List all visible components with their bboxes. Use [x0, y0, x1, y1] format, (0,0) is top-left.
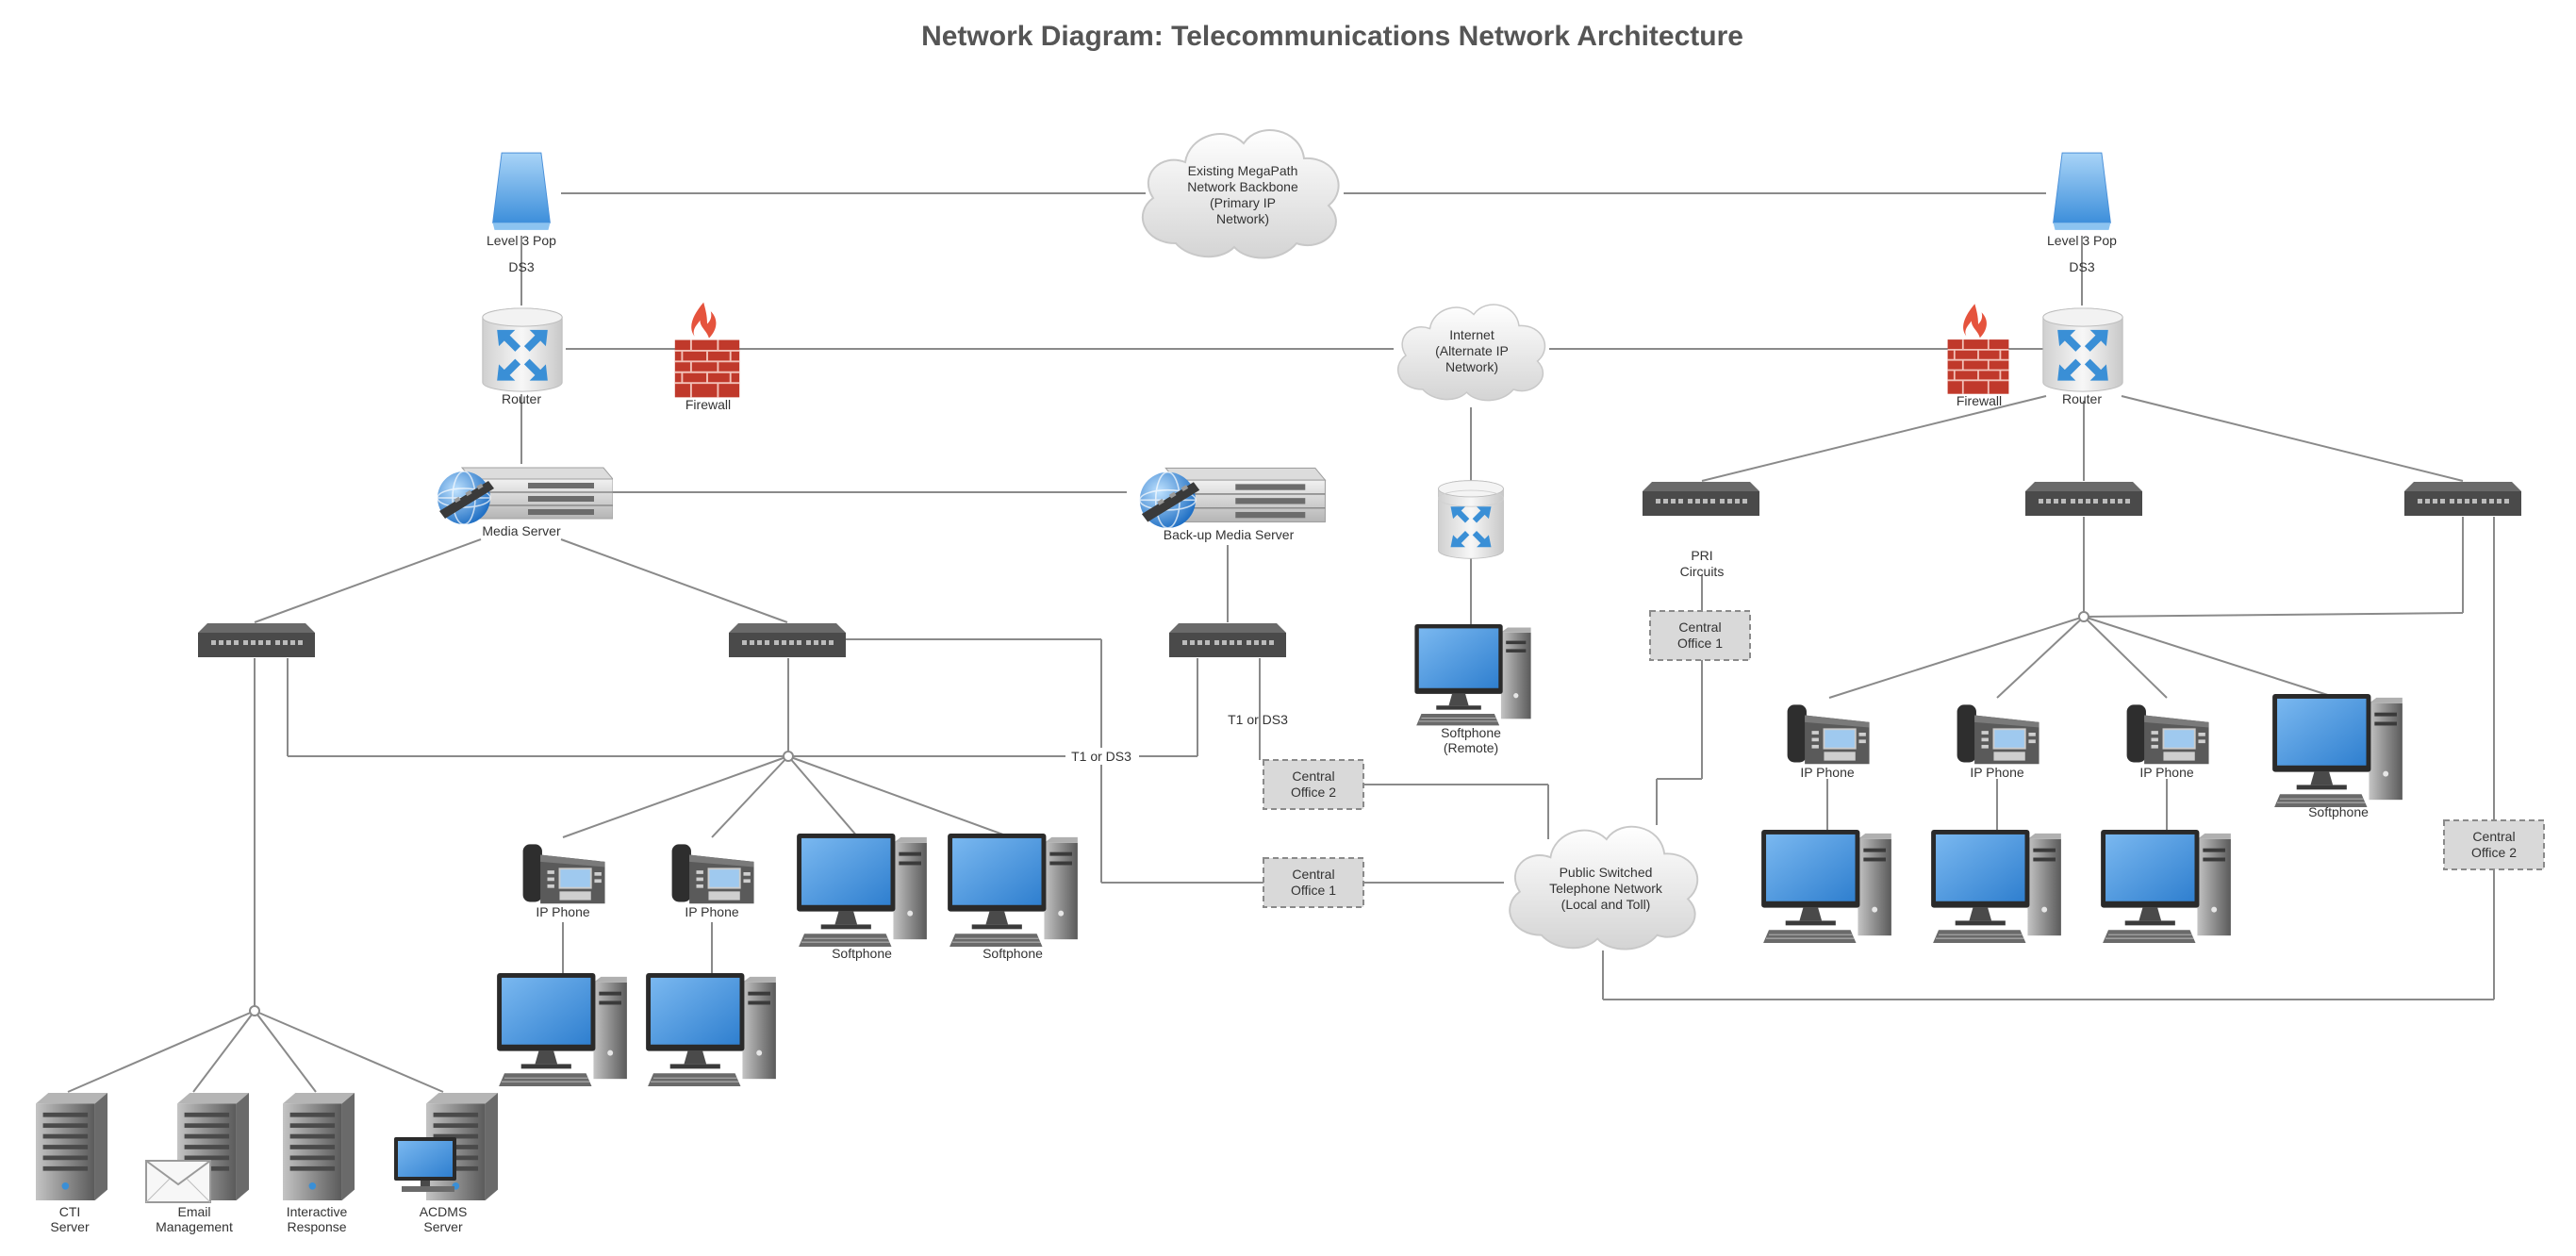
svg-text:Office 2: Office 2	[1291, 785, 1336, 800]
switch-left-1	[198, 623, 315, 657]
email-management-server: Email Management	[145, 1093, 249, 1234]
envelope-icon	[145, 1160, 211, 1203]
firewall-right: Firewall	[1946, 303, 2010, 408]
acdms-server: ACDMS Server	[394, 1093, 498, 1234]
softphone-right: Softphone	[2272, 694, 2403, 819]
svg-text:Level 3 Pop: Level 3 Pop	[2047, 233, 2117, 248]
switch-left-2	[729, 623, 846, 657]
svg-text:Firewall: Firewall	[685, 397, 731, 412]
svg-text:Back-up Media Server: Back-up Media Server	[1164, 527, 1295, 542]
svg-text:Public Switched: Public Switched	[1560, 865, 1653, 880]
svg-text:(Local and Toll): (Local and Toll)	[1561, 897, 1651, 912]
level3-pop-right: Level 3 Pop	[2047, 152, 2117, 248]
workstation-right-2	[1931, 830, 2061, 944]
pstn-cloud: Public Switched Telephone Network (Local…	[1509, 825, 1699, 950]
central-office-1-left: Central Office 1	[1263, 857, 1364, 908]
pri-circuits-label-1: PRI	[1691, 548, 1712, 563]
workstation-left-2	[646, 973, 776, 1087]
svg-text:Softphone: Softphone	[832, 946, 892, 961]
ip-phone-left-2: IP Phone	[670, 843, 755, 919]
svg-text:CTI: CTI	[59, 1204, 81, 1219]
svg-text:Office 1: Office 1	[1291, 883, 1336, 898]
ip-phone-right-1: IP Phone	[1786, 703, 1871, 780]
svg-text:Level 3 Pop: Level 3 Pop	[487, 233, 556, 248]
svg-text:Server: Server	[50, 1219, 90, 1234]
svg-text:Central: Central	[2472, 829, 2515, 844]
router-right: Router	[2042, 307, 2123, 406]
ip-phone-right-3: IP Phone	[2125, 703, 2210, 780]
svg-text:Softphone: Softphone	[983, 946, 1043, 961]
svg-text:Server: Server	[423, 1219, 463, 1234]
central-office-1-right: Central Office 1	[1649, 610, 1751, 661]
cti-server: CTI Server	[36, 1093, 107, 1234]
t1-ds3-label-upper: T1 or DS3	[1228, 712, 1288, 727]
svg-text:Central: Central	[1292, 768, 1334, 784]
svg-text:(Primary IP: (Primary IP	[1210, 195, 1276, 210]
router-left: Router	[482, 307, 563, 406]
svg-text:(Remote): (Remote)	[1444, 740, 1498, 755]
svg-text:Telephone Network: Telephone Network	[1549, 881, 1663, 896]
svg-text:Office 1: Office 1	[1677, 636, 1723, 651]
svg-text:IP Phone: IP Phone	[1800, 765, 1855, 780]
svg-text:Firewall: Firewall	[1957, 393, 2002, 408]
pri-circuits-label-2: Circuits	[1680, 564, 1725, 579]
svg-text:Router: Router	[502, 391, 541, 406]
svg-text:Email: Email	[177, 1204, 210, 1219]
svg-text:Softphone: Softphone	[1441, 725, 1501, 740]
svg-text:IP Phone: IP Phone	[2139, 765, 2194, 780]
switch-right-3	[2404, 482, 2521, 516]
softphone-left-1: Softphone	[797, 834, 927, 961]
junction-points	[249, 611, 2089, 1016]
svg-text:Response: Response	[287, 1219, 346, 1234]
svg-text:Interactive: Interactive	[287, 1204, 348, 1219]
workstation-right-3	[2101, 830, 2231, 944]
svg-text:Media Server: Media Server	[482, 523, 561, 538]
softphone-left-2: Softphone	[948, 834, 1078, 961]
svg-text:(Alternate IP: (Alternate IP	[1435, 343, 1509, 358]
central-office-2-right: Central Office 2	[2443, 819, 2545, 870]
svg-text:Network): Network)	[1445, 359, 1498, 374]
switch-right-1	[1643, 482, 1759, 516]
internet-cloud: Internet (Alternate IP Network)	[1396, 304, 1546, 402]
megapath-backbone-cloud: Existing MegaPath Network Backbone (Prim…	[1141, 129, 1340, 259]
svg-text:Network Backbone: Network Backbone	[1187, 179, 1298, 194]
interactive-response-server: Interactive Response	[283, 1093, 355, 1234]
svg-text:Office 2: Office 2	[2471, 845, 2517, 860]
ip-phone-left-1: IP Phone	[521, 843, 606, 919]
media-server: Media Server	[437, 467, 613, 538]
svg-text:Softphone: Softphone	[2308, 804, 2369, 819]
svg-text:Central: Central	[1292, 867, 1334, 882]
t1-ds3-label-lower: T1 or DS3	[1071, 749, 1131, 764]
workstation-right-1	[1761, 830, 1891, 944]
central-office-2-left: Central Office 2	[1263, 759, 1364, 810]
backup-media-server: Back-up Media Server	[1138, 467, 1327, 542]
svg-text:ACDMS: ACDMS	[420, 1204, 468, 1219]
remote-router	[1438, 480, 1504, 559]
switch-left-3	[1169, 623, 1286, 657]
diagram-title: Network Diagram: Telecommunications Netw…	[921, 21, 1743, 52]
svg-text:Central: Central	[1678, 620, 1721, 635]
ds3-label-right: DS3	[2069, 259, 2094, 274]
svg-text:Router: Router	[2062, 391, 2102, 406]
svg-text:Management: Management	[156, 1219, 233, 1234]
svg-text:Internet: Internet	[1449, 327, 1494, 342]
svg-text:Existing MegaPath: Existing MegaPath	[1188, 163, 1298, 178]
level3-pop-left: Level 3 Pop	[487, 152, 556, 248]
svg-text:IP Phone: IP Phone	[536, 904, 590, 919]
svg-text:Network): Network)	[1216, 211, 1269, 226]
ds3-label-left: DS3	[508, 259, 534, 274]
svg-text:IP Phone: IP Phone	[685, 904, 739, 919]
workstation-left-1	[497, 973, 627, 1087]
firewall-left: Firewall	[673, 301, 741, 412]
softphone-remote: Softphone (Remote)	[1414, 624, 1531, 755]
switch-right-2	[2025, 482, 2142, 516]
connection-lines	[67, 192, 2495, 1093]
ip-phone-right-2: IP Phone	[1956, 703, 2040, 780]
svg-text:IP Phone: IP Phone	[1970, 765, 2024, 780]
